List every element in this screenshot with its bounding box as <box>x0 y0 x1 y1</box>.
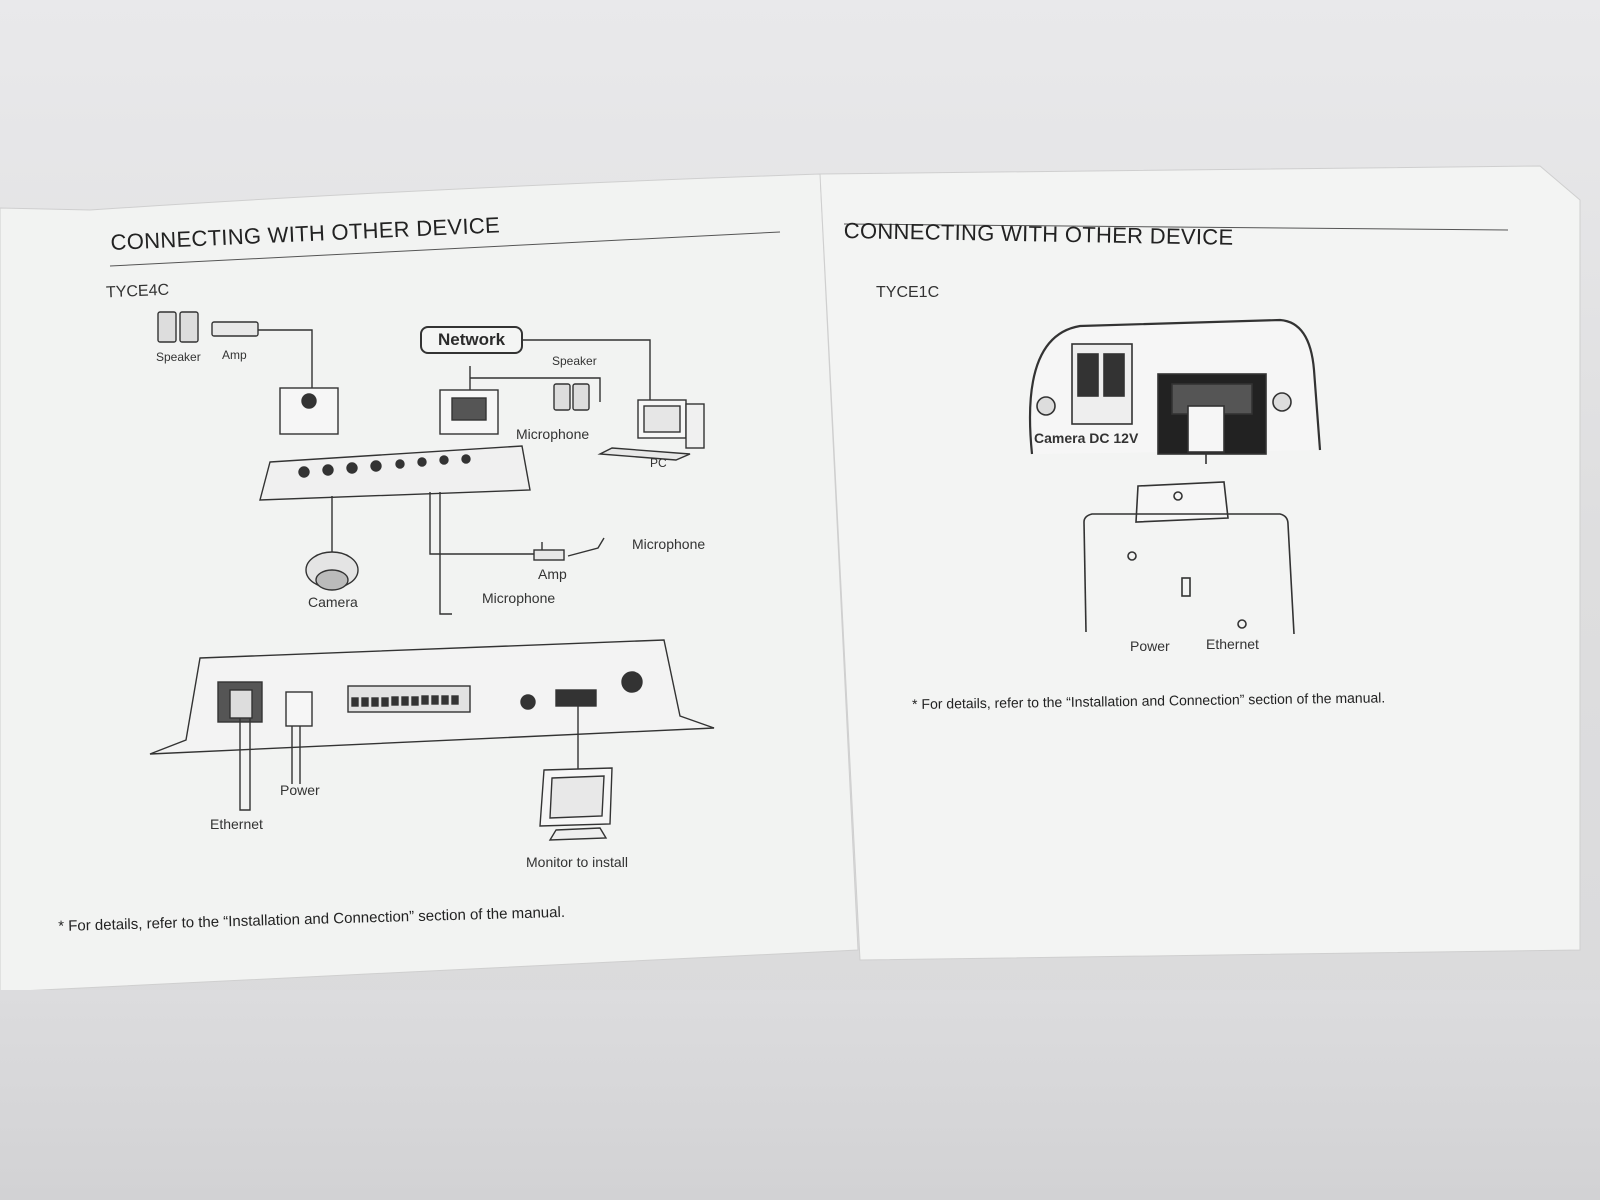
amp-low-label: Amp <box>538 566 567 582</box>
amp-top-label: Amp <box>222 348 247 362</box>
right-manual-page: CONNECTING WITH OTHER DEVICE TYCE1C <box>820 160 1600 980</box>
ethernet-label-right: Ethernet <box>1206 636 1259 652</box>
left-manual-page: CONNECTING WITH OTHER DEVICE TYCE4C <box>0 170 860 990</box>
monitor-label: Monitor to install <box>526 854 628 870</box>
microphone-right-label: Microphone <box>516 426 589 442</box>
network-label: Network <box>420 326 523 354</box>
tyce4c-connection-diagram <box>0 170 860 990</box>
pc-label: PC <box>650 456 667 470</box>
camera-label: Camera <box>308 594 358 610</box>
speaker-top-label: Speaker <box>156 350 201 364</box>
microphone-low-right-label: Microphone <box>632 536 705 552</box>
speaker-right-label: Speaker <box>552 354 597 368</box>
camera-dc-12v-label: Camera DC 12V <box>1034 430 1138 446</box>
power-label: Power <box>280 782 320 798</box>
microphone-bottom-label: Microphone <box>482 590 555 606</box>
table-surface <box>0 990 1600 1200</box>
ethernet-label: Ethernet <box>210 816 263 832</box>
power-label-right: Power <box>1130 638 1170 654</box>
tyce1c-connection-diagram <box>820 160 1600 980</box>
